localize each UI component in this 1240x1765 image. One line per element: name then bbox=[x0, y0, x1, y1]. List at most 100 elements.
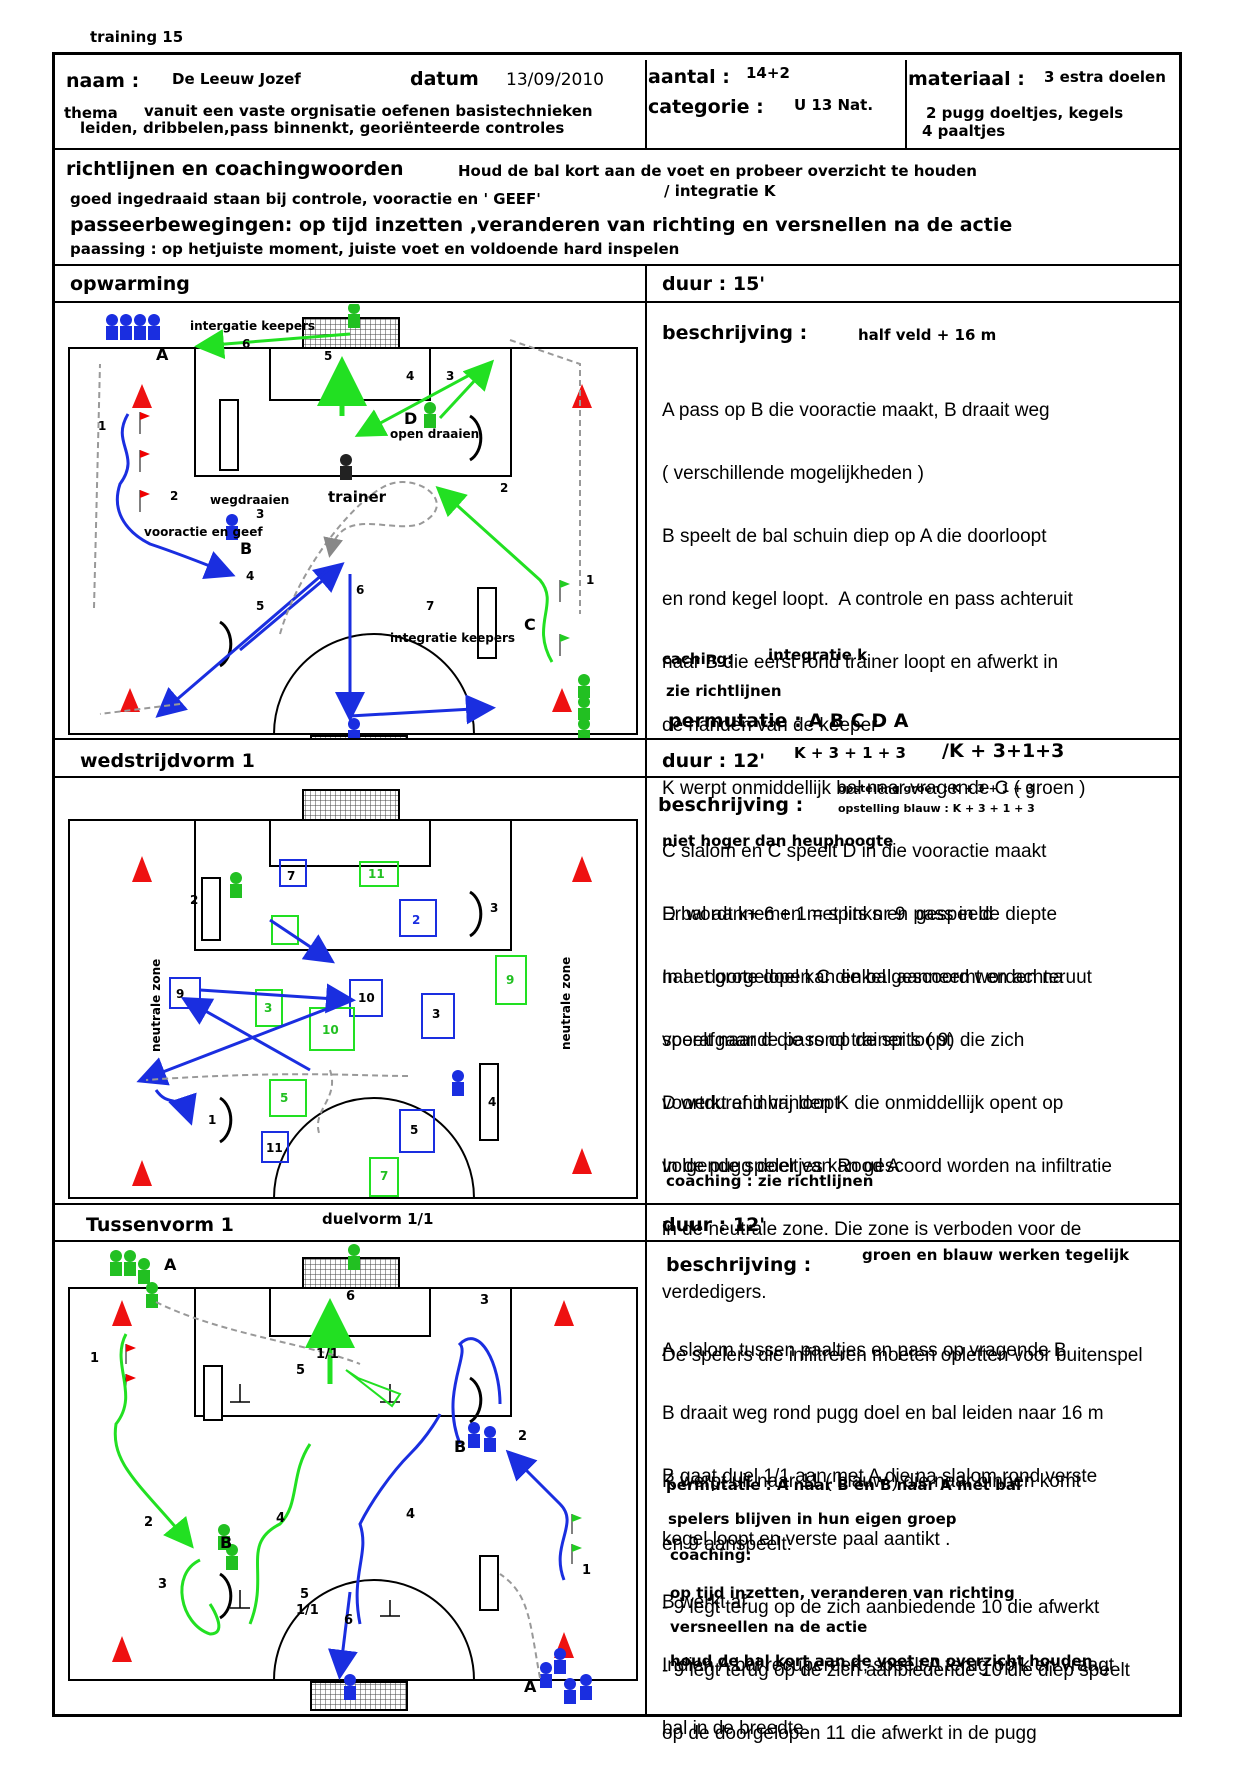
text-line: in de neutrale zone. Die zone is verbode… bbox=[662, 1219, 1082, 1240]
player-green bbox=[424, 402, 436, 428]
mini-goal-arc bbox=[469, 414, 483, 462]
pugg-goal bbox=[219, 399, 239, 471]
mini-goal-arc bbox=[219, 1572, 233, 1620]
svg-text:B: B bbox=[454, 1437, 466, 1456]
player-square-green bbox=[255, 989, 283, 1027]
player-square-green bbox=[271, 915, 299, 945]
svg-text:5: 5 bbox=[280, 1091, 288, 1105]
pugg-goal bbox=[201, 877, 221, 941]
svg-text:2: 2 bbox=[190, 893, 198, 907]
svg-text:9: 9 bbox=[176, 987, 184, 1001]
datum-label: datum bbox=[410, 68, 479, 90]
diagram-label: open draaien bbox=[390, 427, 479, 441]
pass-blue bbox=[136, 998, 351, 1086]
text-line: D bal aannemen met links en pass in de d… bbox=[662, 904, 1058, 925]
player-square-green bbox=[269, 1079, 307, 1117]
text-line: In de pugg doeltjes kan gescoord worden … bbox=[662, 1156, 1112, 1177]
flag-icon bbox=[139, 490, 150, 512]
richtlijnen-line-a: Houd de bal kort aan de voet en probeer … bbox=[458, 162, 977, 180]
text-line: en rond kegel loopt. A controle en pass … bbox=[662, 589, 1073, 610]
pass-blue bbox=[328, 1591, 358, 1680]
svg-text:3: 3 bbox=[264, 1001, 272, 1015]
svg-text:1: 1 bbox=[90, 1351, 99, 1366]
text-line: C slalom en C speelt D in die vooractie … bbox=[662, 841, 1047, 862]
section3-note: groen en blauw werken tegelijk bbox=[862, 1246, 1130, 1264]
player-blue bbox=[226, 514, 238, 540]
svg-text:4: 4 bbox=[488, 1095, 496, 1109]
mini-goal-arc bbox=[219, 620, 233, 668]
player-group-green bbox=[110, 1250, 158, 1308]
text-line: verdedigers. bbox=[662, 1282, 767, 1303]
naam-value: De Leeuw Jozef bbox=[172, 70, 301, 88]
caching-value: integratie k bbox=[768, 646, 868, 664]
cone-icon bbox=[132, 1160, 152, 1186]
richtlijnen-line-d: passeerbewegingen: op tijd inzetten ,ver… bbox=[70, 214, 1013, 236]
section2-title: wedstrijdvorm 1 bbox=[80, 750, 255, 772]
svg-text:A: A bbox=[524, 1677, 537, 1696]
section2-duur: duur : 12' bbox=[662, 750, 766, 772]
opwarming-diagram: intergatie keepers integratie keepers op… bbox=[68, 304, 638, 738]
section3-groep: spelers blijven in hun eigen groep bbox=[668, 1510, 957, 1528]
player-trainer bbox=[340, 454, 352, 480]
tussenvorm-diagram: A B B A 1 2 3 4 5 6 1/1 3 2 4 1 5 1/1 6 bbox=[68, 1244, 638, 1711]
svg-text:10: 10 bbox=[322, 1023, 339, 1037]
diagram-label: vooractie en geef bbox=[144, 525, 263, 539]
route-blue bbox=[451, 1337, 502, 1445]
svg-text:A: A bbox=[164, 1255, 177, 1274]
section3-permutatie: permutatie : A naar B en B naar A met ba… bbox=[666, 1476, 1022, 1494]
hoogte-label: niet hoger dan heuphoogte bbox=[662, 832, 894, 850]
svg-text:4: 4 bbox=[406, 1507, 415, 1522]
cone-icon bbox=[120, 688, 140, 712]
svg-text:6: 6 bbox=[344, 1613, 353, 1628]
text-line: op de doorgelopen 11 die afwerkt in de p… bbox=[662, 1723, 1037, 1744]
diagram-letter: C bbox=[524, 615, 536, 634]
svg-text:10: 10 bbox=[358, 991, 375, 1005]
opstelling-groen: opstelling groen : K + 3 + 1 + 3 bbox=[838, 782, 1034, 795]
route-green bbox=[435, 485, 554, 663]
center-circle bbox=[273, 1579, 475, 1681]
formation-b: /K + 3+1+3 bbox=[942, 740, 1065, 762]
svg-text:B: B bbox=[220, 1533, 232, 1552]
text-line: voorafgaande pass op de spits ( 9) die z… bbox=[662, 1030, 1025, 1051]
page-frame bbox=[52, 52, 1182, 1717]
pitch bbox=[68, 347, 638, 735]
svg-text:7: 7 bbox=[380, 1169, 388, 1183]
pass-blue bbox=[239, 562, 345, 652]
aantal-label: aantal : bbox=[648, 66, 730, 88]
svg-text:11: 11 bbox=[266, 1141, 283, 1155]
diagram-number: 4 bbox=[246, 569, 254, 583]
materiaal-1: 3 estra doelen bbox=[1044, 68, 1166, 86]
section2-coaching: coaching : zie richtlijnen bbox=[666, 1172, 874, 1190]
cone-icon bbox=[132, 384, 152, 408]
svg-text:3: 3 bbox=[158, 1577, 167, 1592]
text-line: B speelt de bal schuin diep op A die doo… bbox=[662, 526, 1047, 547]
section3-title: Tussenvorm 1 bbox=[86, 1214, 234, 1236]
route-blue bbox=[505, 1449, 569, 1581]
player-square-green bbox=[495, 955, 527, 1005]
text-line: speelt naar d die rond trainer loopt bbox=[662, 1030, 952, 1051]
materiaal-label: materiaal : bbox=[908, 68, 1025, 90]
goal-bottom bbox=[310, 1681, 408, 1711]
svg-text:2: 2 bbox=[144, 1515, 153, 1530]
player-group-blue bbox=[468, 1422, 496, 1452]
route-green bbox=[248, 1443, 312, 1625]
diagram-number: 6 bbox=[356, 583, 364, 597]
player-green bbox=[348, 304, 360, 328]
mini-goal-arc bbox=[469, 890, 483, 938]
diagram-label: wegdraaien bbox=[210, 493, 289, 507]
cone-icon bbox=[554, 1300, 574, 1326]
svg-text:7: 7 bbox=[287, 869, 295, 883]
section3-coaching-3: houd de bal kort aan de voet en overzich… bbox=[670, 1652, 1093, 1670]
wedstrijdvorm-diagram: 7 11 2 2 3 9 10 3 9 3 10 5 4 5 11 7 1 ne… bbox=[68, 789, 638, 1199]
svg-text:1/1: 1/1 bbox=[296, 1603, 319, 1618]
diagram-label: intergatie keepers bbox=[190, 319, 315, 333]
divider bbox=[52, 264, 1182, 266]
datum-value: 13/09/2010 bbox=[506, 70, 604, 90]
text-line: en 9 aanspeelt: bbox=[662, 1534, 792, 1555]
player-square-blue bbox=[399, 1109, 435, 1153]
flag-icon bbox=[139, 412, 150, 434]
diagram-letter: B bbox=[240, 539, 252, 558]
divider bbox=[52, 738, 1182, 740]
pass-green bbox=[438, 359, 495, 420]
diagram-number: 7 bbox=[426, 599, 434, 613]
